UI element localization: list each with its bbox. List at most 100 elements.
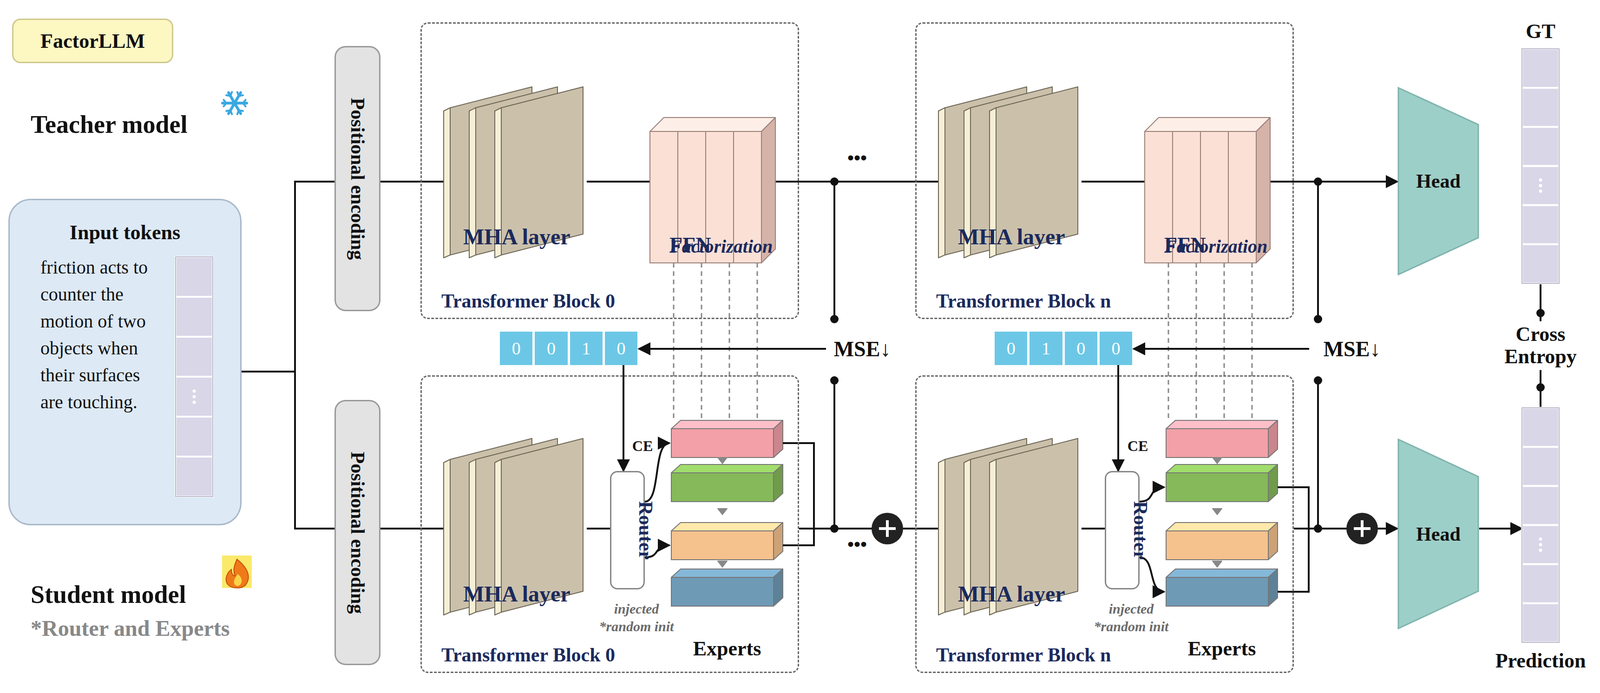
factorization-link (1251, 262, 1253, 420)
node-text: Transformer Block 0 (441, 289, 616, 313)
expert-bar (671, 472, 774, 502)
node-text: friction acts to counter the motion of t… (40, 254, 163, 416)
token-cell (175, 416, 213, 457)
token-cell (175, 256, 213, 297)
junction-dot (830, 376, 839, 385)
sum-symbol (871, 512, 904, 545)
model-note: *Router and Experts (30, 615, 230, 642)
mse-arrow (638, 347, 827, 350)
connector (380, 180, 444, 183)
token-column (1521, 407, 1560, 643)
factorization-link (1195, 262, 1198, 420)
token-cell (1521, 48, 1560, 88)
head-trapezoid: Head (1397, 86, 1480, 276)
mse-arrow (1133, 347, 1310, 350)
junction-dot (1313, 314, 1323, 324)
token-cell (1521, 446, 1560, 486)
ellipsis: ••• (847, 533, 867, 556)
sum-symbol (1346, 512, 1378, 545)
expert-bar (1166, 420, 1278, 429)
junction-dot (1313, 177, 1323, 186)
junction-dot (830, 314, 839, 324)
node-text: 1 (570, 331, 603, 366)
expert-bar (1166, 472, 1269, 502)
expert-bar (1268, 464, 1278, 502)
connector (586, 527, 610, 530)
mse-tap (833, 380, 836, 529)
expert-bar (671, 464, 783, 473)
expert-bar (671, 420, 783, 429)
factorization-link (1167, 262, 1170, 420)
flow-triangle (1212, 508, 1222, 515)
mha-layer: MHA layer (938, 37, 1082, 256)
ellipsis-dot (1539, 543, 1543, 547)
token-cell (175, 296, 213, 337)
expert-bar (671, 522, 783, 532)
ffn-cube (1144, 117, 1271, 132)
loss-label: CE (632, 437, 653, 455)
fire-icon (222, 555, 252, 589)
edge-label: Cross Entropy (1502, 321, 1579, 371)
expert-bar (1268, 522, 1278, 560)
token-cell (1521, 244, 1560, 284)
node-text: 0 (1099, 331, 1133, 366)
ellipsis-dot (1539, 178, 1543, 182)
factorization-link (756, 262, 759, 420)
expert-bar (1166, 522, 1278, 532)
node-text: Router (604, 501, 658, 560)
node-text: 0 (604, 331, 638, 366)
flow-triangle (717, 561, 728, 568)
fire-icon (226, 559, 249, 589)
snowflake-icon (223, 99, 227, 104)
mha-layer: MHA layer (443, 37, 587, 256)
head-trapezoid: Head (1397, 438, 1480, 630)
node-text: Positional encoding (346, 97, 369, 260)
node-text: Transformer Block n (936, 289, 1111, 313)
ellipsis-dot (192, 389, 197, 394)
expert-bar (671, 569, 783, 578)
node-text: Positional encoding (346, 451, 369, 614)
mse-tap (1317, 181, 1319, 320)
expert-output (813, 527, 815, 530)
mha-slab (443, 107, 451, 258)
mha-slab (938, 107, 945, 258)
flow-triangle (717, 508, 728, 515)
ellipsis-dot (1539, 537, 1543, 541)
expert-bar (773, 522, 783, 560)
token-cell (1521, 87, 1560, 127)
token-cell (1521, 525, 1560, 565)
mse-tap (1317, 380, 1319, 529)
ffn-layer: FFNFactorization (1144, 36, 1271, 263)
connector (241, 181, 335, 372)
sum-symbol (1360, 520, 1364, 538)
node-text: MHA layer (957, 581, 1066, 607)
input-box: Input tokensfriction acts to counter the… (8, 198, 242, 526)
token-column (1521, 48, 1560, 284)
junction-dot (1313, 524, 1323, 533)
mha-slab (443, 459, 451, 616)
connector (1081, 527, 1105, 530)
ellipsis: ••• (847, 147, 867, 170)
snowflake-icon (230, 91, 232, 96)
token-cell (1521, 564, 1560, 604)
flow-triangle (717, 457, 728, 464)
node-text: MHA layer (957, 223, 1066, 250)
node-text: MHA layer (463, 581, 571, 607)
connector (380, 527, 444, 530)
expert-bar (773, 569, 783, 607)
snowflake-icon (242, 103, 246, 107)
ellipsis-dot (192, 400, 197, 405)
token-column: Prediction (1521, 407, 1560, 643)
connector (1081, 180, 1145, 183)
junction-dot (1536, 308, 1545, 318)
expert-bar (671, 577, 774, 607)
transformer-block: Transformer Block n MHA layer FFNFactoriza… (915, 22, 1294, 320)
expert-bar (1166, 428, 1269, 458)
token-cell (175, 376, 213, 417)
ffn-cube (649, 117, 776, 132)
node-text: 0 (499, 331, 533, 366)
expert-bar (671, 531, 774, 560)
mha-layer: MHA layer (938, 385, 1082, 613)
expert-bar (1166, 577, 1269, 607)
node-text: 1 (1029, 331, 1063, 366)
